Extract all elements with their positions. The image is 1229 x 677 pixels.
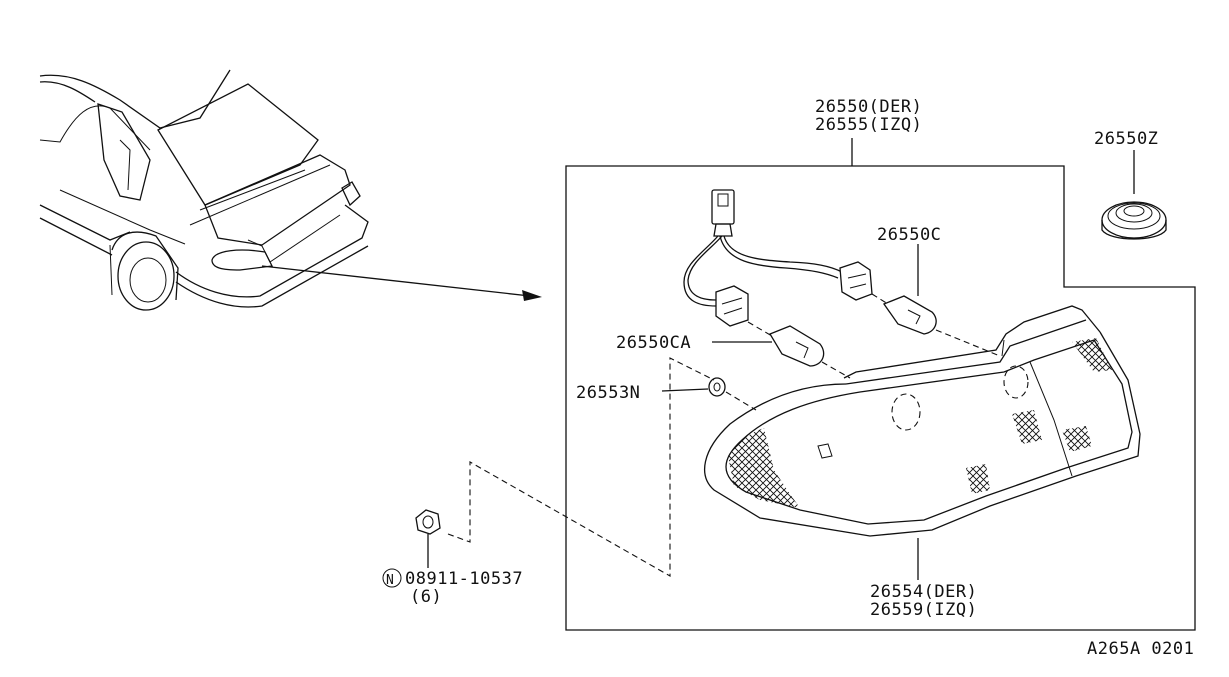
label-nut-qty: (6) [410,587,442,607]
nut-08911 [415,357,715,577]
label-lens-right: 26554(DER) [870,582,977,602]
label-housing-left: 26555(IZQ) [815,115,922,135]
figure-code: A265A 0201 [1087,639,1194,659]
car-illustration [39,69,369,311]
part-labels: 26550(DER) 26555(IZQ) 26550Z 26550C 2655… [382,97,1194,659]
socket-kit-26550z [1101,150,1167,240]
nut-prefix-circle [382,568,402,588]
label-bulb-c: 26550C [877,225,941,245]
bulb-26550ca [712,321,851,379]
label-socket-kit: 26550Z [1094,129,1158,149]
pointer-arrow [261,265,542,301]
assembly-boundary [565,165,1196,631]
nut-prefix-symbol: N [386,573,394,588]
bulb-26550c [871,244,1001,357]
label-seal: 26553N [576,383,640,403]
lamp-housing [704,305,1141,580]
label-bulb-ca: 26550CA [616,333,691,353]
label-housing-right: 26550(DER) [815,97,922,117]
label-nut-part: 08911-10537 [405,569,523,589]
seal-26553n [661,377,757,411]
wire-harness [683,189,873,327]
label-lens-left: 26559(IZQ) [870,600,977,620]
